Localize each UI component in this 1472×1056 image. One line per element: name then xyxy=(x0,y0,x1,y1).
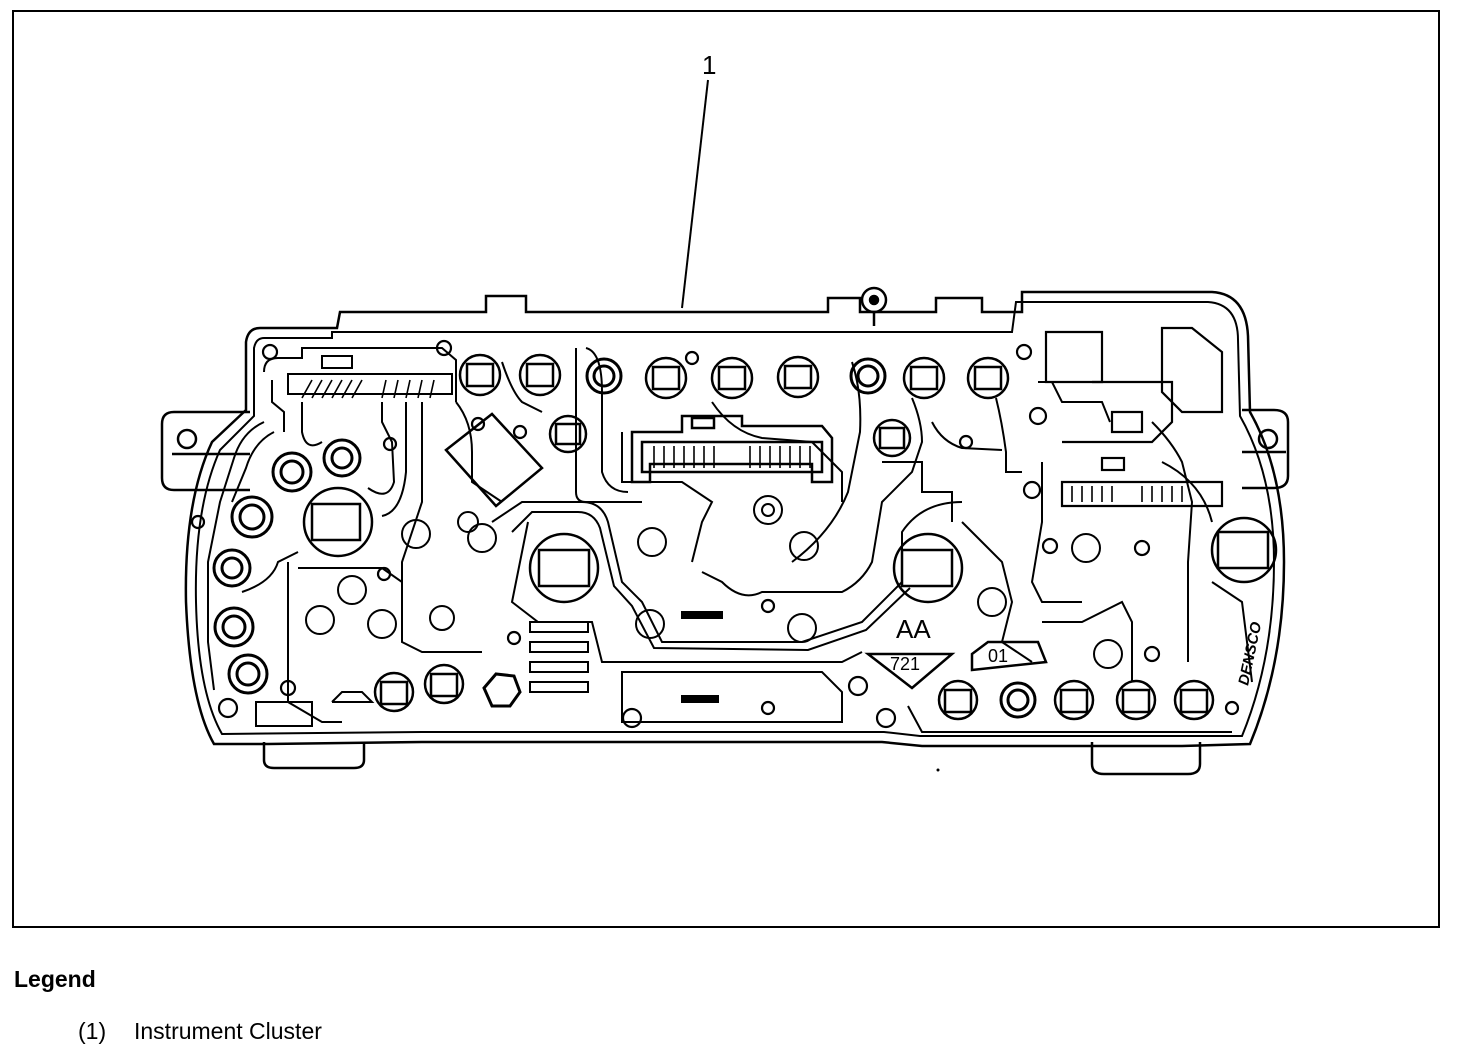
circuit-traces xyxy=(207,347,1253,733)
bottom-right-tab xyxy=(1090,742,1202,776)
cluster-housing-outline xyxy=(184,290,1286,748)
marking-01: 01 xyxy=(988,646,1008,666)
instrument-cluster-diagram: 1 xyxy=(160,50,1290,776)
legend-item-number: (1) xyxy=(78,1018,107,1044)
legend-item-label: Instrument Cluster xyxy=(134,1018,322,1044)
angled-component xyxy=(444,412,544,508)
top-bulb-sockets xyxy=(458,353,1010,458)
bottom-left-tab xyxy=(262,742,366,770)
marking-01-box: 01 xyxy=(970,640,1048,672)
round-bulb-sockets xyxy=(212,357,1037,719)
callout-leader-line xyxy=(681,79,709,309)
figure-frame: 1 xyxy=(12,10,1440,928)
gauge-sockets xyxy=(302,486,1278,604)
cluster-housing-inner-outline xyxy=(194,301,1276,737)
legend-item: (1) Instrument Cluster xyxy=(78,1018,322,1045)
callout-number: 1 xyxy=(702,50,716,80)
marking-aa: AA xyxy=(896,614,931,644)
left-mounting-ear xyxy=(160,410,250,492)
right-connector xyxy=(1060,456,1224,508)
marking-721: 721 xyxy=(890,654,920,674)
legend-title: Legend xyxy=(14,966,96,992)
left-connector xyxy=(301,379,435,399)
resistor-strip xyxy=(529,621,589,693)
code-badge: AA 721 xyxy=(864,614,956,690)
right-mounting-ear xyxy=(1242,408,1290,490)
center-connector xyxy=(630,414,834,484)
upper-right-bracket xyxy=(1044,326,1224,444)
bottom-bulb-sockets xyxy=(373,663,1215,721)
